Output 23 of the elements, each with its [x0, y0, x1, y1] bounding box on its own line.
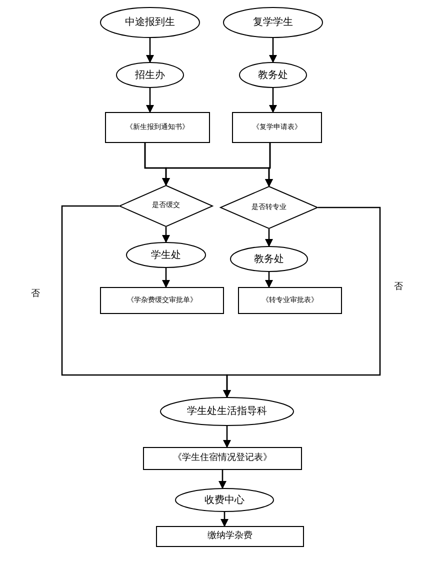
- arrow: [218, 470, 226, 489]
- document-box: 《学生住宿情况登记表》: [143, 447, 302, 470]
- arrow: [146, 38, 154, 63]
- process-ellipse: 学生处: [126, 242, 206, 268]
- process-ellipse: 中途报到生: [100, 7, 200, 38]
- arrow: [265, 272, 273, 288]
- arrow: [162, 227, 170, 243]
- process-ellipse: 学生处生活指导科: [160, 397, 294, 426]
- arrow: [269, 88, 277, 113]
- arrow: [146, 88, 154, 113]
- process-ellipse: 教务处: [230, 246, 308, 272]
- process-ellipse: 收费中心: [175, 488, 274, 512]
- process-ellipse: 教务处: [239, 62, 307, 88]
- arrow: [220, 512, 228, 527]
- document-box: 缴纳学杂费: [156, 526, 304, 547]
- arrow: [265, 229, 273, 247]
- arrow: [162, 268, 170, 288]
- arrow: [223, 206, 381, 398]
- arrow: [269, 38, 277, 63]
- arrow: [223, 426, 231, 448]
- process-ellipse: 招生办: [116, 62, 184, 88]
- process-ellipse: 复学学生: [223, 7, 323, 38]
- arrow: [265, 143, 273, 187]
